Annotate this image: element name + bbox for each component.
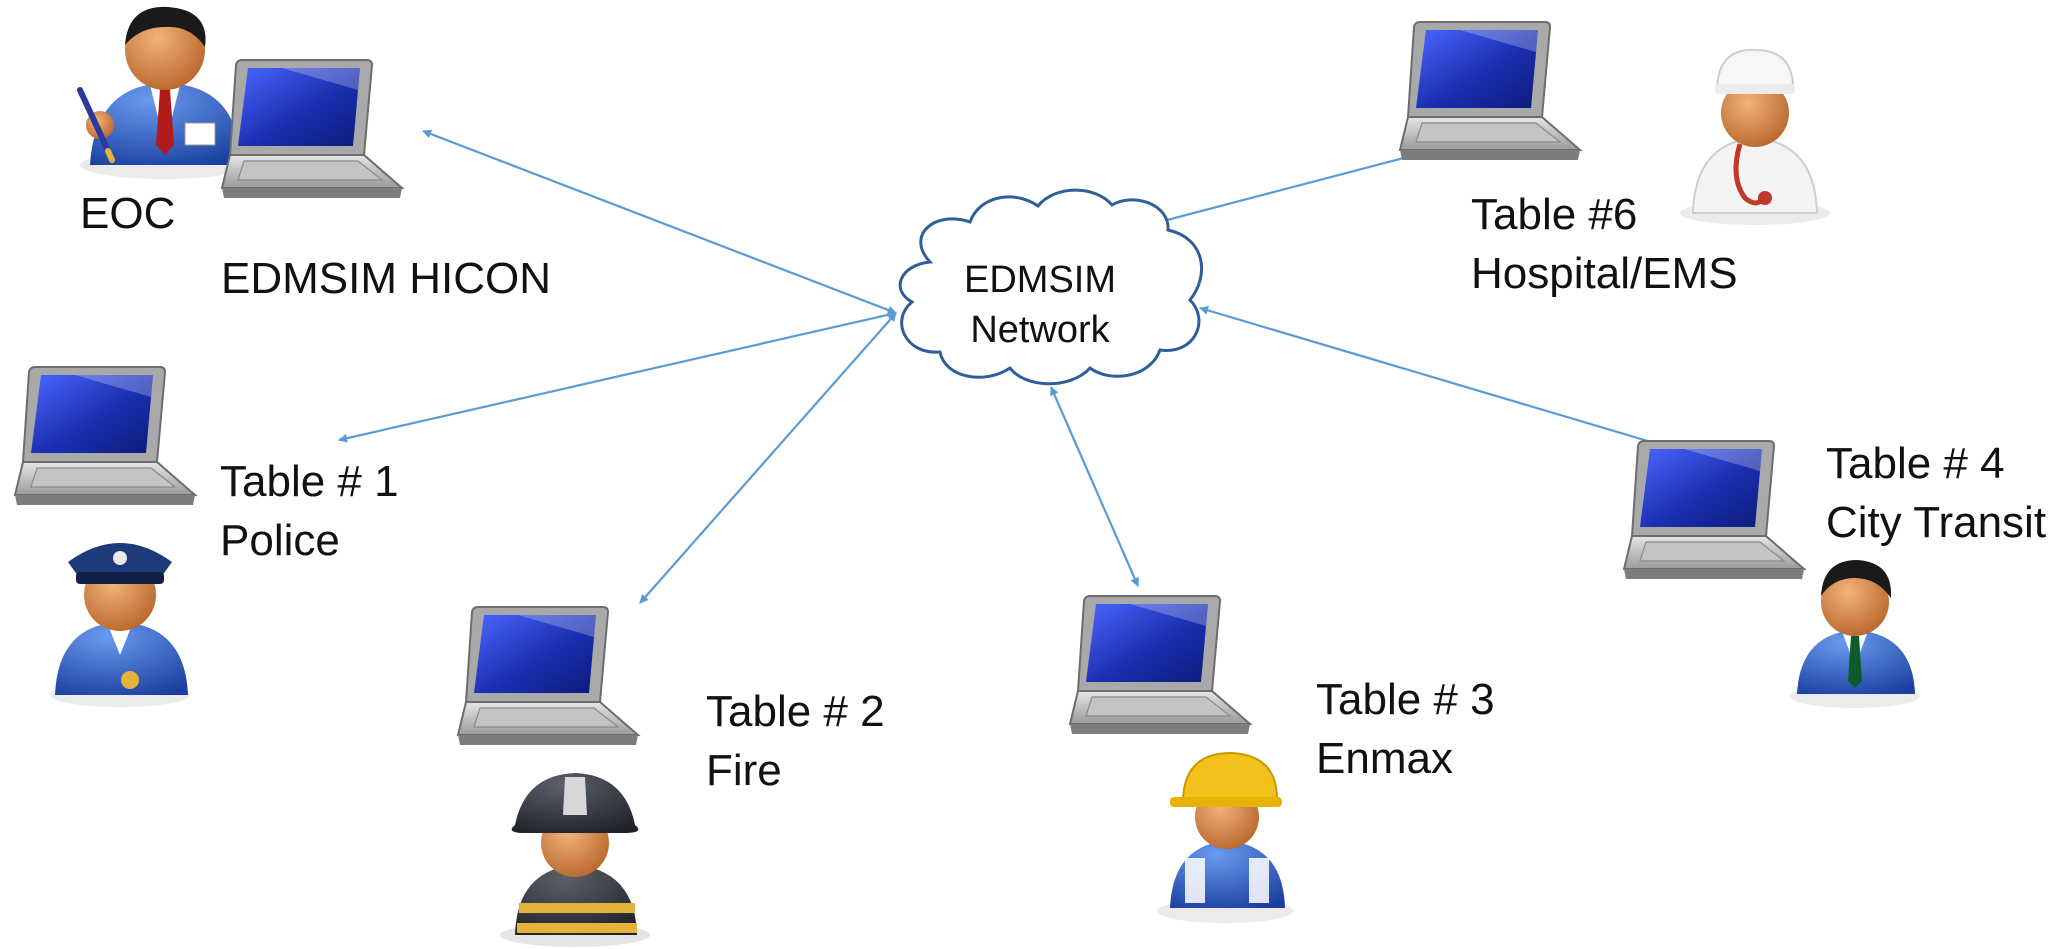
link-table2 <box>639 312 897 604</box>
table3-label-line1: Table # 3 <box>1316 675 1495 724</box>
connection-links <box>338 129 1679 604</box>
laptop-icon <box>221 59 403 199</box>
table1-label-line2: Police <box>220 516 340 565</box>
police-officer-icon <box>50 543 190 707</box>
eoc-label: EOC <box>80 189 175 238</box>
table3-label-line2: Enmax <box>1316 734 1453 783</box>
link-table4 <box>1199 305 1679 453</box>
table1-label-line1: Table # 1 <box>220 457 399 506</box>
table6-label-line2: Hospital/EMS <box>1471 249 1738 298</box>
link-table1 <box>338 310 897 443</box>
laptop-icon <box>1069 595 1251 735</box>
laptop-icon <box>1399 21 1581 161</box>
table4-label-line2: City Transit <box>1826 498 2046 547</box>
manager-person-icon <box>77 6 250 179</box>
businessman-icon <box>1790 560 1920 708</box>
laptop-icon <box>457 606 639 746</box>
network-label-line2: Network <box>970 309 1110 351</box>
construction-worker-icon <box>1157 751 1293 923</box>
link-table3 <box>1049 386 1140 587</box>
cloud-shape <box>898 188 1204 386</box>
doctor-icon <box>1680 48 1830 225</box>
laptop-icon <box>14 366 196 506</box>
network-label-line1: EDMSIM <box>964 259 1116 301</box>
table6-label-line1: Table #6 <box>1471 190 1637 239</box>
table2-label-line1: Table # 2 <box>706 687 885 736</box>
network-cloud: EDMSIM Network <box>898 188 1204 386</box>
table4-label-line1: Table # 4 <box>1826 439 2005 488</box>
laptop-icon <box>1623 440 1805 580</box>
link-hicon <box>422 129 897 315</box>
hicon-label: EDMSIM HICON <box>221 254 551 303</box>
firefighter-icon <box>500 773 650 947</box>
table2-label-line2: Fire <box>706 746 782 795</box>
